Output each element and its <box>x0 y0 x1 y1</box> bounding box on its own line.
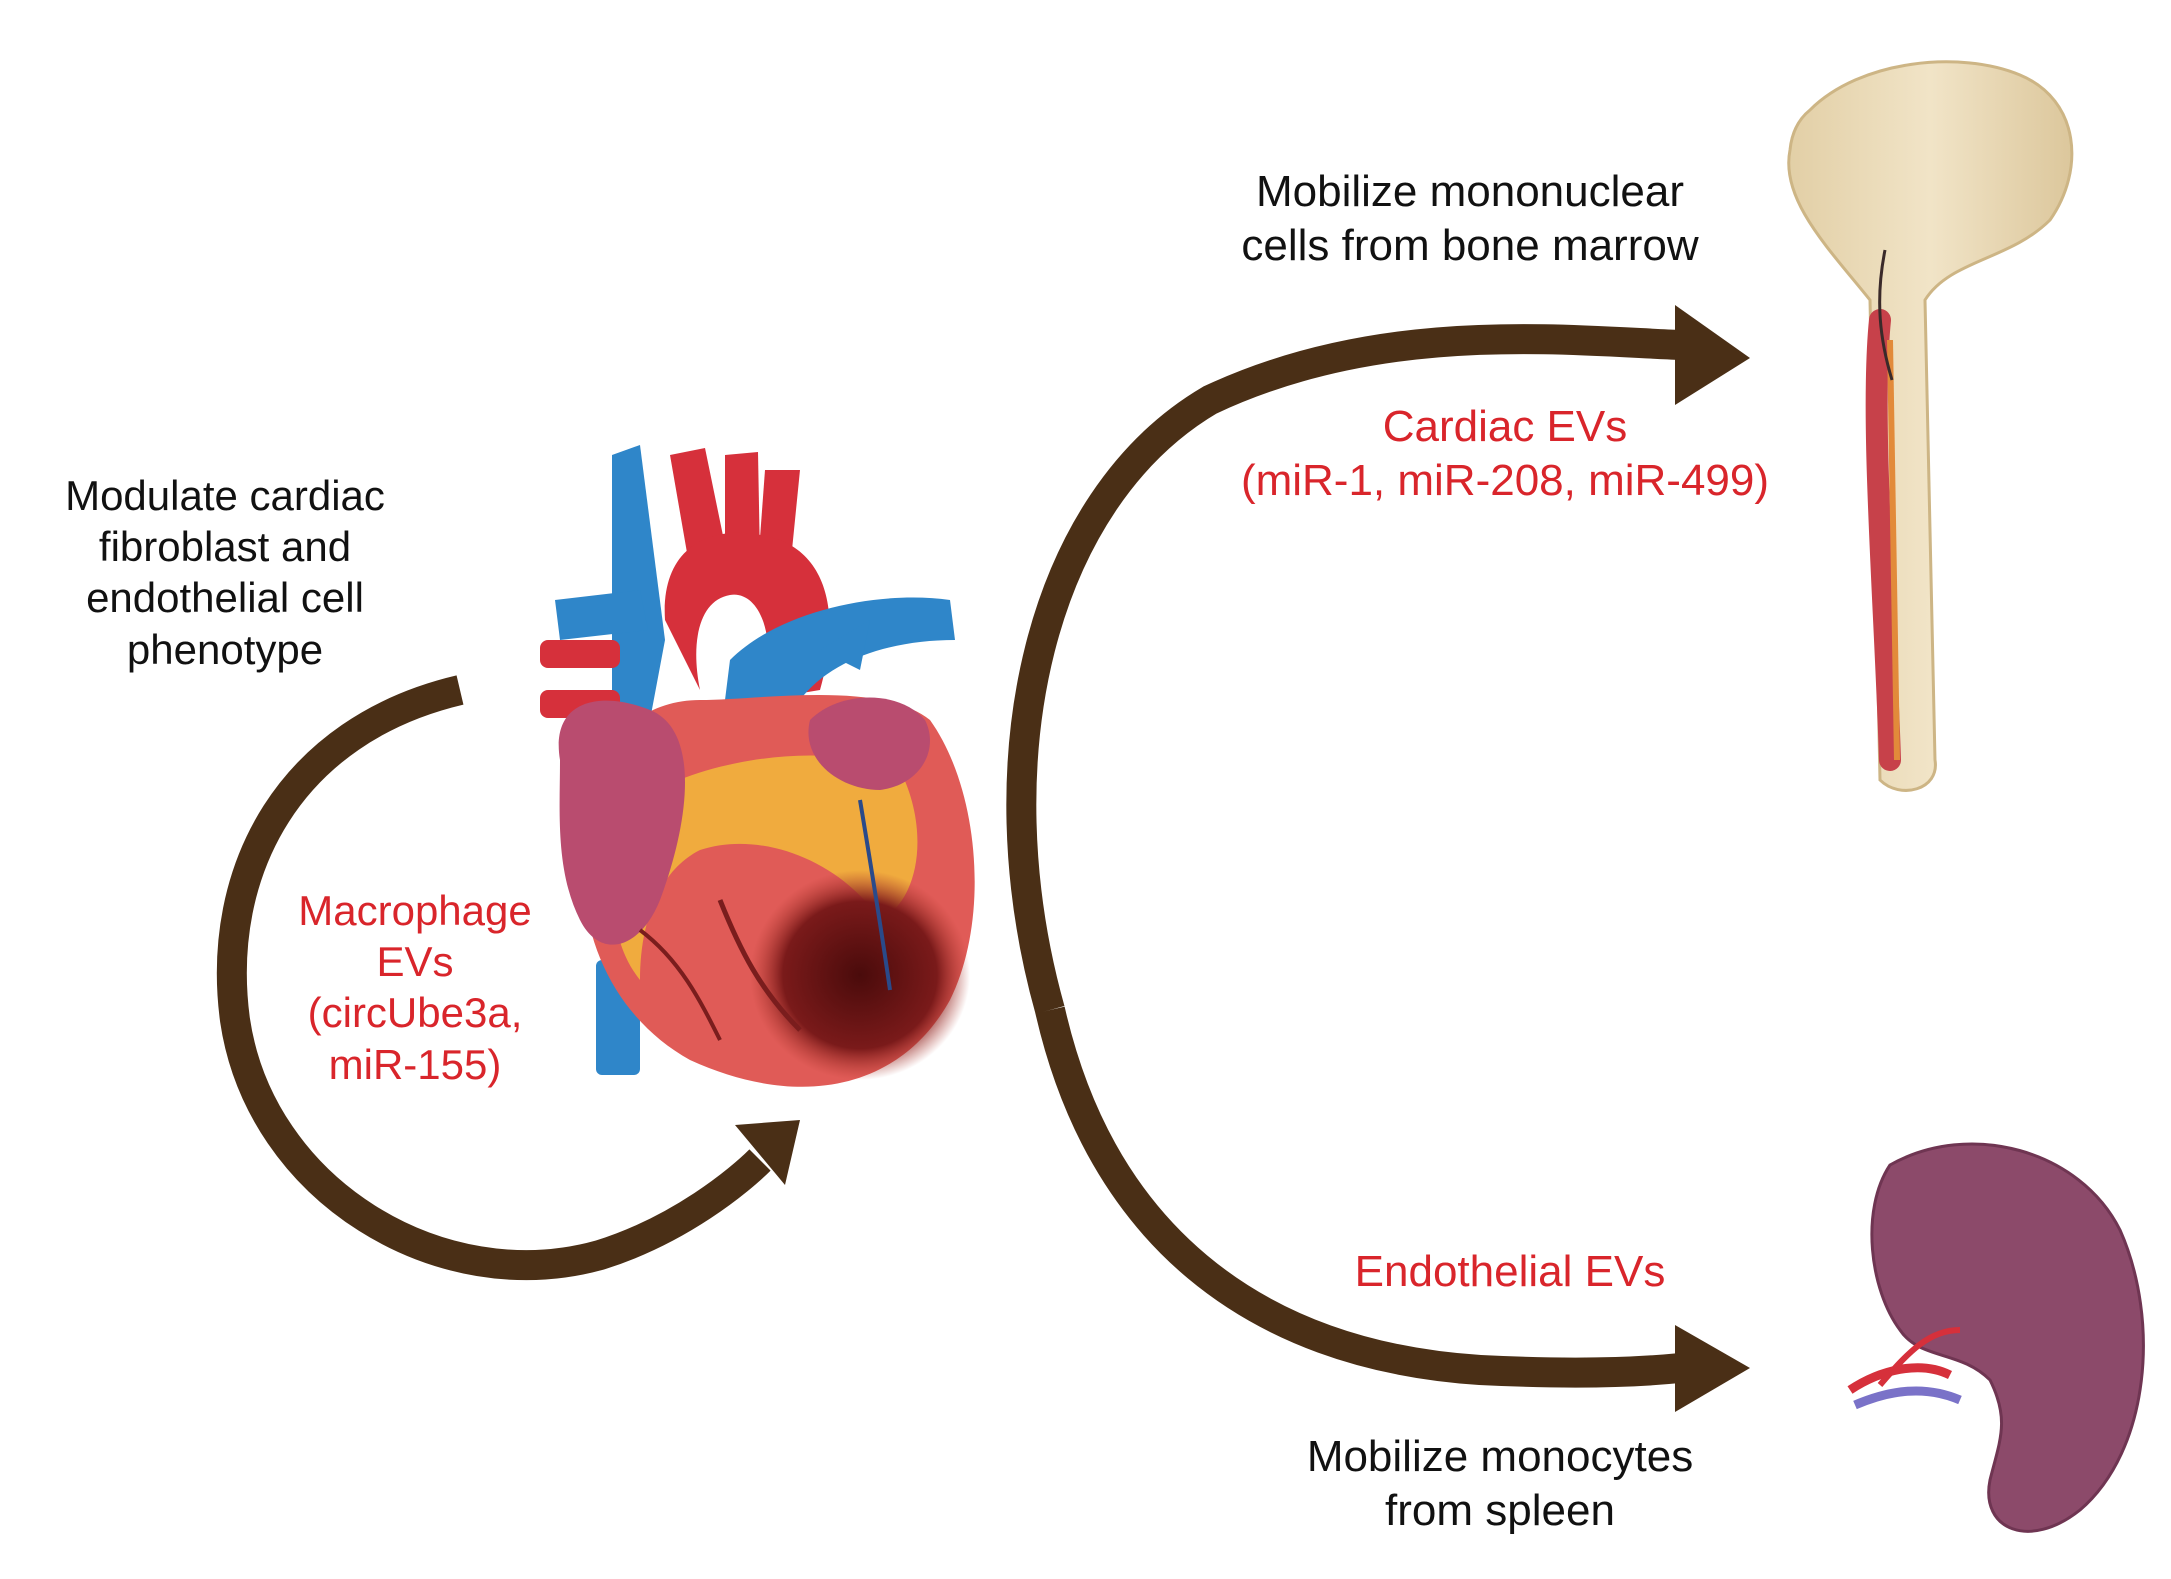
label-line: (miR-1, miR-208, miR-499) <box>1240 455 1770 505</box>
label-line: EVs <box>376 938 454 986</box>
label-line: Modulate cardiac <box>65 472 385 519</box>
arrowhead-spleen <box>1675 1325 1750 1412</box>
label-line: (circUbe3a, <box>307 989 523 1037</box>
label-macrophage-evs: Macrophage EVs (circUbe3a, miR-155) <box>240 885 590 1090</box>
label-line: Macrophage <box>298 887 532 934</box>
label-line: cells from bone marrow <box>1241 220 1699 270</box>
label-cardiac-evs: Cardiac EVs (miR-1, miR-208, miR-499) <box>1175 400 1835 507</box>
label-endothelial-evs: Endothelial EVs <box>1250 1245 1770 1299</box>
arrow-endothelial-spleen <box>1035 1006 1750 1412</box>
label-line: Mobilize mononuclear <box>1256 167 1684 216</box>
arrowhead-macrophage <box>735 1120 800 1185</box>
label-line: endothelial cell <box>86 574 364 622</box>
arrowhead-bone <box>1675 305 1750 405</box>
label-line: Cardiac EVs <box>1382 402 1628 451</box>
spleen-icon <box>1847 1142 2145 1533</box>
label-line: fibroblast and <box>98 523 352 571</box>
label-line: Endothelial EVs <box>1354 1247 1666 1296</box>
label-mobilize-bone-marrow: Mobilize mononuclear cells from bone mar… <box>1170 165 1770 272</box>
label-line: from spleen <box>1385 1485 1615 1535</box>
label-mobilize-spleen: Mobilize monocytes from spleen <box>1200 1430 1800 1537</box>
label-modulate-cardiac: Modulate cardiac fibroblast and endothel… <box>10 470 440 675</box>
arrow-macrophage-loop <box>216 675 800 1281</box>
bone-icon <box>1787 60 2074 792</box>
label-line: phenotype <box>126 625 324 673</box>
arrow-cardiac-bone <box>1006 305 1750 1015</box>
heart-icon <box>540 445 975 1087</box>
label-line: miR-155) <box>328 1040 502 1088</box>
label-line: Mobilize monocytes <box>1306 1432 1694 1481</box>
